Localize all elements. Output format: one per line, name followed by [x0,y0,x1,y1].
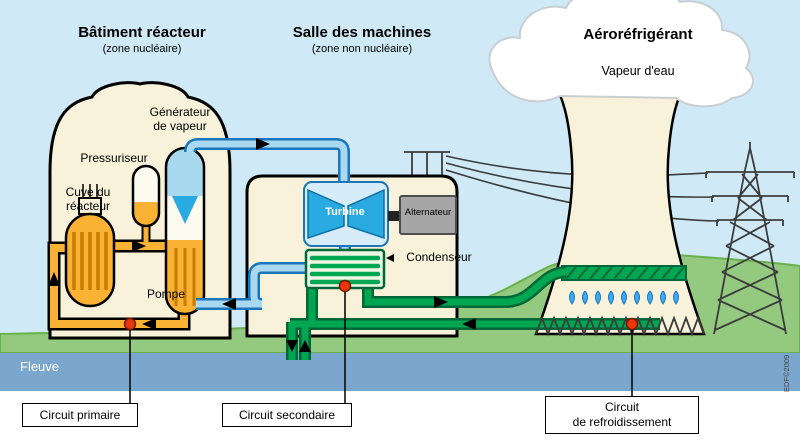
pressurizer-label: Pressuriseur [80,151,148,165]
turbine-shape [303,181,389,247]
primary-circuit-pipes [47,222,191,331]
turbine-shaft [388,211,402,221]
water-vapor-label: Vapeur d'eau [601,64,675,78]
steam-generator-label: Générateur de vapeur [149,105,211,133]
water-droplets [569,290,679,305]
steam-generator-shape [164,146,206,316]
machine-hall-title: Salle des machines [292,24,432,41]
cooling-circuit-box: Circuit de refroidissement [545,396,699,434]
control-rods [82,184,98,198]
condenser-pointer [386,254,394,262]
annotation-lines [129,292,633,403]
machine-hall-subtitle: (zone non nucléaire) [311,43,413,55]
roof-gantry [404,151,450,176]
cooling-tower-shape [534,84,706,336]
pump-label: Pompe [146,287,186,301]
secondary-pump-dot [338,279,352,293]
condenser-label: Condenseur [406,250,472,264]
cooling-circuit-pipes [286,266,660,360]
cooling-tower-title: Aéroréfrigérant [583,26,693,43]
credit-label: EDF©2009 [782,354,791,392]
primary-pump-dot [123,317,137,331]
transmission-pylon [705,142,795,335]
alternator-label: Alternateur [404,207,452,218]
steam-cloud [488,0,754,108]
alternator-shape [399,195,457,235]
reactor-building-subtitle: (zone nucléaire) [102,43,182,55]
river-band [0,353,800,391]
condenser-shape [304,248,394,290]
secondary-circuit-box: Circuit secondaire [222,403,352,427]
cooling-pump-dot [625,317,639,331]
reactor-vessel-shape [64,184,116,308]
pressurizer-shape [131,164,161,228]
reactor-building-title: Bâtiment réacteur [78,24,206,41]
river-label: Fleuve [20,359,60,374]
turbine-label: Turbine [325,206,365,218]
sprinkler-hatch [565,266,685,280]
reactor-vessel-label: Cuve du réacteur [65,185,111,213]
primary-circuit-box: Circuit primaire [22,403,138,427]
tower-louvers [535,315,705,337]
